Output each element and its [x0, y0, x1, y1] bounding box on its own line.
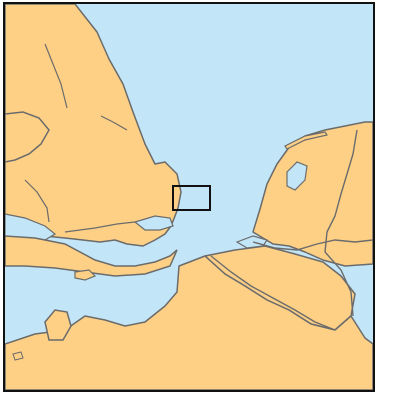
ijsselmeer [286, 161, 308, 191]
england-landmass [5, 4, 182, 247]
thames-estuary [133, 215, 174, 231]
netherlands-landmass [252, 121, 373, 267]
frisian-islands [284, 131, 328, 150]
map-frame [3, 2, 375, 392]
wales-landmass [5, 111, 50, 163]
france-landmass [5, 255, 373, 390]
cotentin-peninsula [44, 309, 72, 341]
isle-of-wight [74, 269, 97, 281]
border-belgium-germany [324, 251, 354, 317]
coast-detail-north [44, 43, 68, 109]
river-thames [64, 221, 136, 233]
highlight-rectangle[interactable] [172, 185, 211, 211]
border-netherlands-germany [324, 129, 358, 253]
river-severn [24, 179, 50, 223]
south-coast [5, 235, 178, 277]
border-belgium-france [210, 255, 336, 331]
page-margin-strip [377, 0, 395, 396]
scheldt-delta [235, 235, 268, 249]
channel-island [12, 351, 24, 361]
river-humber [100, 115, 128, 131]
border-netherlands-belgium [252, 239, 373, 251]
map-canvas[interactable] [5, 4, 373, 390]
